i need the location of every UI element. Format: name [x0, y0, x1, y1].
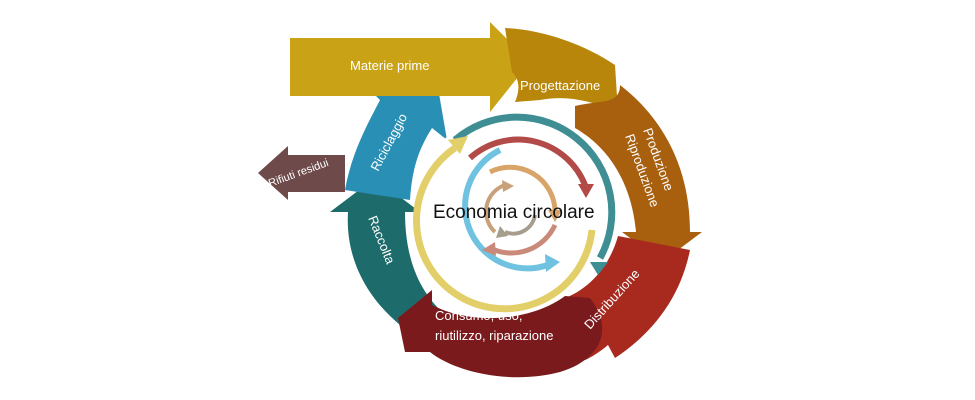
- inner-arrowhead-teal: [590, 262, 608, 275]
- inner-arrowhead-red: [578, 184, 594, 198]
- inner-arrowhead-pink: [482, 242, 496, 256]
- materie-prime-arrow: [290, 22, 530, 112]
- produzione-segment: [575, 85, 702, 262]
- riciclaggio-segment: [345, 82, 447, 200]
- inner-arrow-teal: [452, 113, 616, 260]
- inner-arrow-red: [467, 136, 588, 187]
- inner-arrow-gray: [504, 214, 537, 236]
- raccolta-segment: [330, 178, 440, 325]
- progettazione-segment: [505, 28, 618, 112]
- progettazione-label: Progettazione: [520, 78, 600, 93]
- rifiuti-residui-arrow: [258, 146, 345, 200]
- inner-arrowhead-blue: [545, 254, 560, 272]
- inner-arrow-orange: [488, 164, 558, 211]
- inner-arrow-blue: [462, 147, 557, 272]
- inner-arrows: [412, 113, 616, 313]
- consumo-segment: [398, 290, 603, 378]
- inner-arrow-tan: [484, 183, 506, 234]
- inner-arrow-yellow: [412, 145, 596, 313]
- inner-disk: [414, 112, 610, 308]
- consumo-label-line1: Consumo, uso,: [435, 308, 522, 323]
- consumo-label-line2: riutilizzo, riparazione: [435, 328, 554, 343]
- inner-arrowhead-orange: [548, 210, 562, 222]
- inner-arrow-pink: [488, 223, 558, 256]
- inner-arrowhead-gray: [496, 226, 508, 238]
- inner-arrowhead-tan: [502, 180, 514, 192]
- materie-prime-label: Materie prime: [350, 58, 429, 73]
- inner-arrowhead-yellow: [448, 136, 468, 154]
- center-title: Economia circolare: [433, 202, 595, 223]
